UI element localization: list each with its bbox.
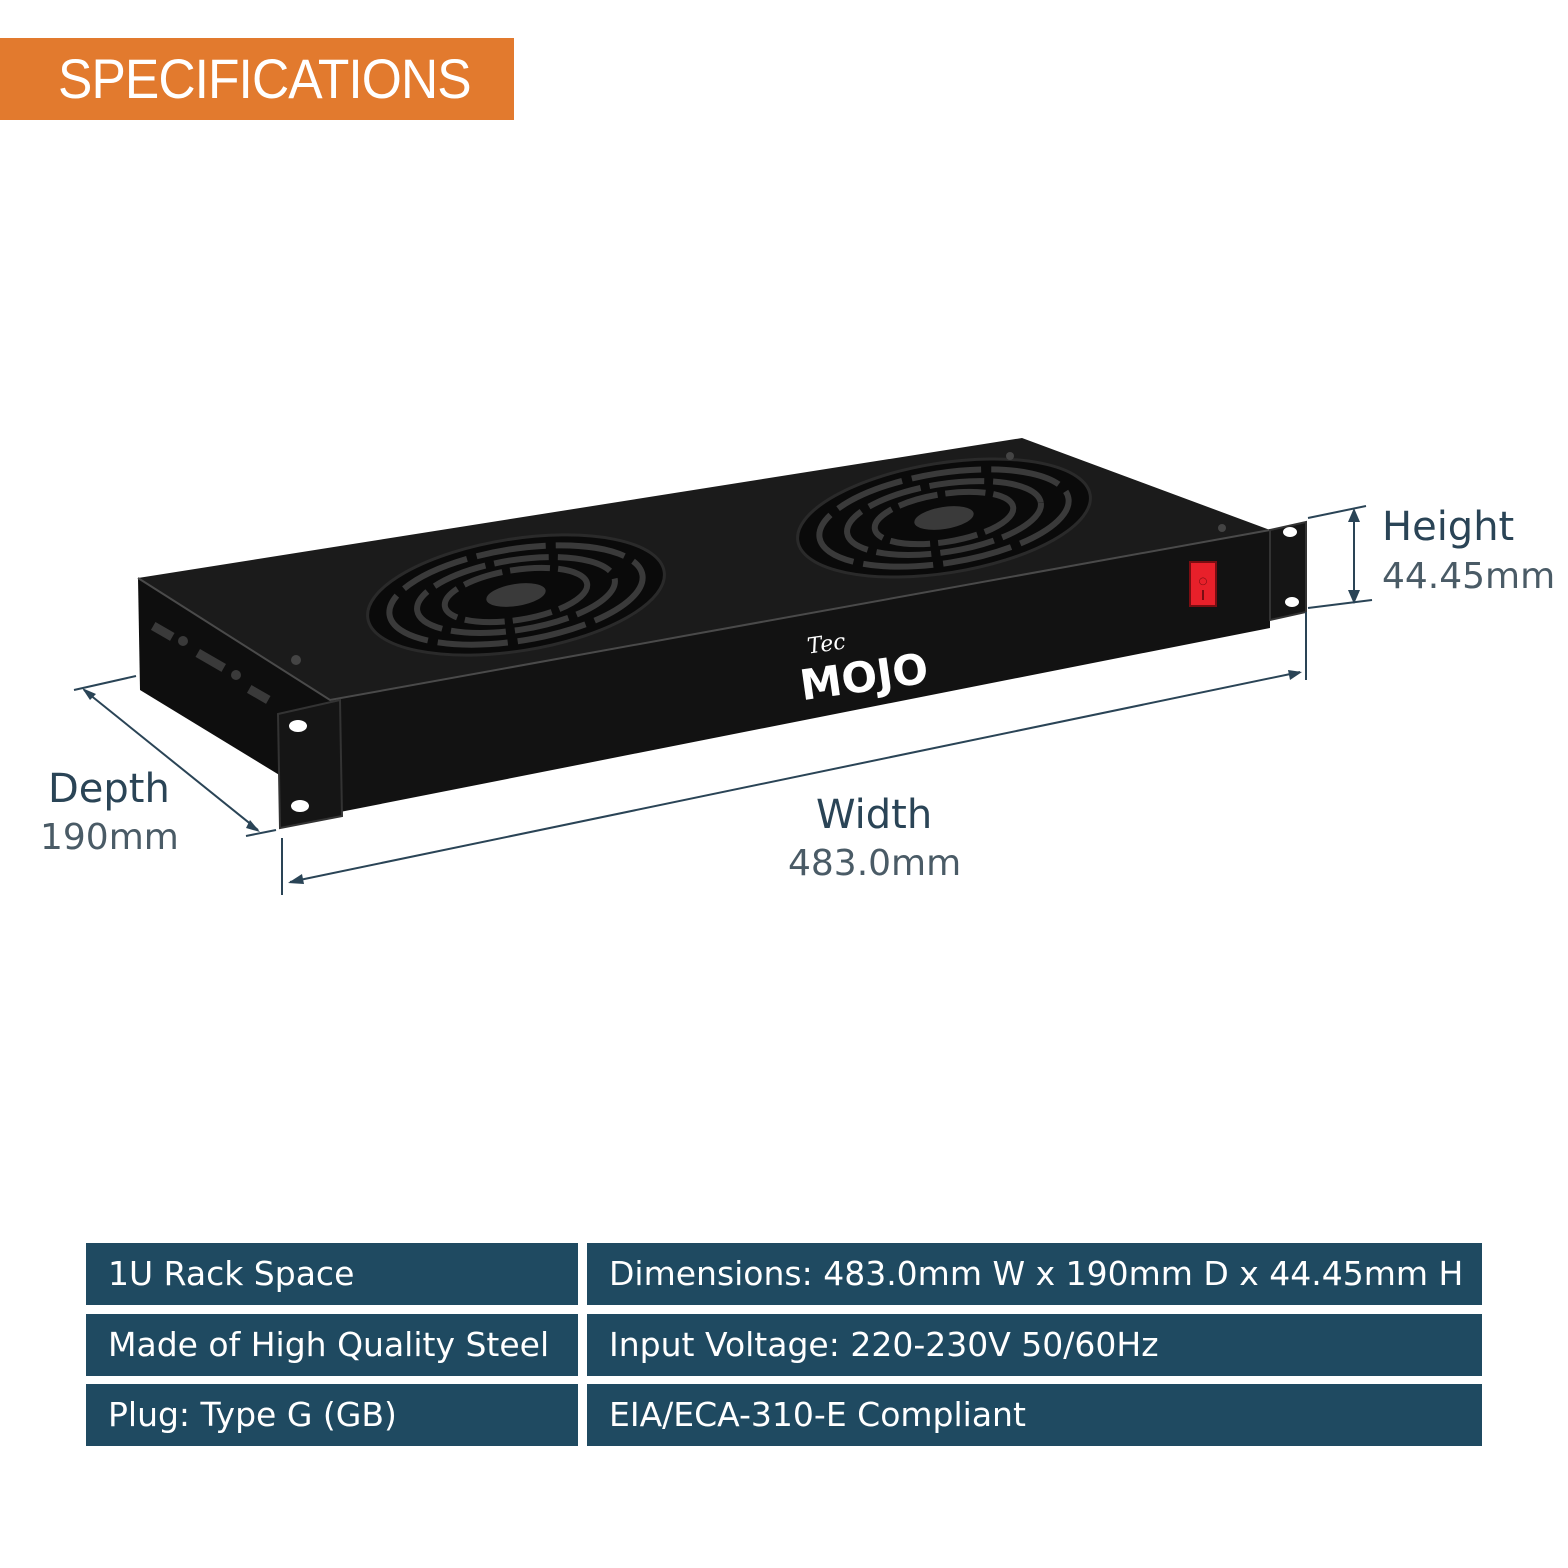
width-label: Width xyxy=(816,792,933,838)
table-row: 1U Rack Space Dimensions: 483.0mm W x 19… xyxy=(86,1243,1482,1305)
chassis-front-face xyxy=(330,530,1270,812)
height-value: 44.45mm xyxy=(1382,556,1556,597)
rack-ear-hole xyxy=(291,800,309,812)
product-illustration: ○ Tec MOJO xyxy=(73,438,1373,895)
svg-text:○: ○ xyxy=(1199,576,1208,587)
table-row: Made of High Quality Steel Input Voltage… xyxy=(86,1314,1482,1376)
rack-ear-hole xyxy=(1285,597,1299,607)
spec-cell-left: Plug: Type G (GB) xyxy=(86,1384,578,1446)
spec-cell-left: Made of High Quality Steel xyxy=(86,1314,578,1376)
rack-ear-left xyxy=(276,698,344,830)
brand-logo-top: Tec xyxy=(806,630,847,660)
spec-cell-right: EIA/ECA-310-E Compliant xyxy=(587,1384,1482,1446)
fan-grille-left xyxy=(366,533,666,657)
spec-cell-left: 1U Rack Space xyxy=(86,1243,578,1305)
width-value: 483.0mm xyxy=(788,843,962,884)
height-label: Height xyxy=(1382,504,1515,550)
side-vent-slots xyxy=(150,622,271,704)
dimension-lines xyxy=(73,505,1373,895)
screw-icon xyxy=(291,655,301,665)
screw-icon xyxy=(1006,452,1014,460)
spec-cell-right: Input Voltage: 220-230V 50/60Hz xyxy=(587,1314,1482,1376)
specifications-banner: SPECIFICATIONS xyxy=(0,38,514,120)
table-row: Plug: Type G (GB) EIA/ECA-310-E Complian… xyxy=(86,1384,1482,1446)
screw-icon xyxy=(1218,524,1226,532)
fan-grille-right xyxy=(796,457,1092,579)
banner-title: SPECIFICATIONS xyxy=(58,47,472,110)
power-switch-icon: ○ xyxy=(1189,561,1217,607)
depth-label: Depth xyxy=(48,766,170,812)
specs-table: 1U Rack Space Dimensions: 483.0mm W x 19… xyxy=(86,1243,1482,1447)
spec-cell-right: Dimensions: 483.0mm W x 190mm D x 44.45m… xyxy=(587,1243,1482,1305)
rack-ear-hole xyxy=(1283,527,1297,537)
rack-ear-hole xyxy=(289,720,307,732)
depth-value: 190mm xyxy=(40,817,179,858)
chassis-edge-highlight xyxy=(137,529,1271,702)
